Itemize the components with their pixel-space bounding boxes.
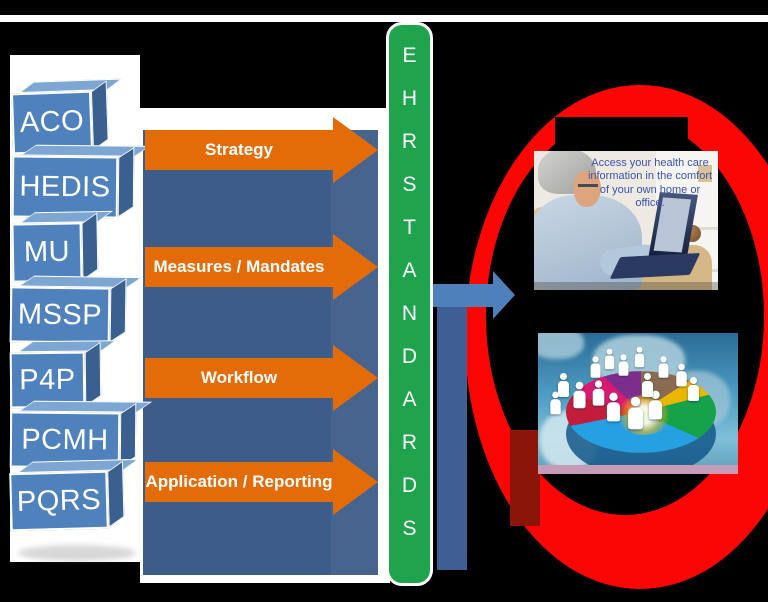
person-icon (558, 373, 569, 397)
block-side-face (81, 212, 99, 281)
block-label: PCMH (21, 423, 109, 456)
population-pie-photo (538, 333, 738, 474)
ehr-bar-letter: D (401, 345, 418, 368)
world-map-patch (538, 333, 584, 359)
person-icon (634, 346, 645, 368)
block-side-face (109, 278, 127, 343)
arrow-label: Measures / Mandates (153, 257, 325, 276)
patient-portal-photo: Access your health care information in t… (534, 151, 718, 290)
shelf-box (698, 165, 712, 182)
person-icon (573, 381, 586, 409)
person-icon (550, 391, 561, 415)
photo-caption: Access your health care information in t… (587, 157, 713, 210)
ehr-bar-letter: S (402, 517, 417, 540)
person-icon (628, 396, 643, 430)
block-mu: MU (11, 210, 113, 283)
person-icon (618, 354, 629, 376)
arrow-label: Strategy (204, 140, 274, 159)
arrow-head-icon (333, 449, 378, 515)
right-arrow-icon (433, 271, 515, 319)
ehr-bar-letter: E (402, 44, 417, 67)
block-side-face (119, 402, 137, 468)
ehr-bar-letter: R (401, 130, 418, 153)
arrow-shaft: Strategy (145, 130, 333, 170)
person-icon (658, 356, 669, 378)
connector-arrow-shaft (433, 284, 493, 307)
arrow-head-icon (333, 345, 378, 411)
arrow-shaft: Workflow (145, 358, 333, 398)
person-icon (590, 356, 601, 378)
block-top-face (17, 340, 117, 353)
ehr-bar-letter: N (401, 302, 418, 325)
person-icon (648, 390, 663, 420)
block-stack-shadow (18, 545, 136, 561)
block-label: ACO (19, 104, 85, 140)
ehr-bar-letter: H (401, 87, 418, 110)
arrow-head-icon (333, 117, 378, 183)
ehr-bar-letter: A (402, 259, 417, 282)
ehr-bar-letter: A (402, 388, 417, 411)
person-icon (642, 373, 653, 397)
arrow-label: Application / Reporting (145, 472, 333, 491)
arrow-head-icon (333, 234, 378, 300)
pie-center-glow (616, 395, 672, 435)
top-white-strip (0, 15, 768, 22)
oval-title-box (555, 117, 688, 152)
block-label: HEDIS (19, 170, 111, 203)
person-icon (604, 348, 615, 370)
block-side-face (84, 341, 102, 407)
person-icon (606, 392, 621, 422)
block-label: PQRS (16, 483, 102, 518)
block-side-face (107, 460, 125, 528)
arrow-shaft: Measures / Mandates (145, 247, 333, 287)
block-label: P4P (19, 363, 76, 396)
connector-arrow-head-icon (493, 271, 515, 319)
person-icon (592, 380, 605, 406)
block-side-face (117, 146, 135, 218)
block-side-face (90, 80, 109, 151)
person-icon (676, 363, 687, 387)
block-label: MU (23, 235, 71, 269)
photo-bottom-strip (538, 465, 738, 474)
photo-drop-shadow (510, 430, 540, 526)
ehr-bar-letter: S (402, 173, 417, 196)
arrow-label: Workflow (200, 368, 278, 387)
arrow-shaft: Application / Reporting (145, 462, 333, 502)
ehr-bar-letter: D (401, 474, 418, 497)
ehr-bar-letter: T (403, 216, 416, 239)
ehr-bar-letter: R (401, 431, 418, 454)
block-label: MSSP (17, 297, 103, 332)
patient-face (574, 171, 601, 207)
block-mssp: MSSP (9, 275, 143, 344)
connector-down-bar (437, 285, 467, 570)
glasses-icon (578, 184, 598, 187)
person-icon (688, 377, 699, 401)
photo-bottom-shadow (534, 282, 718, 290)
block-pqrs: PQRS (9, 458, 139, 532)
block-hedis: HEDIS (11, 144, 151, 219)
